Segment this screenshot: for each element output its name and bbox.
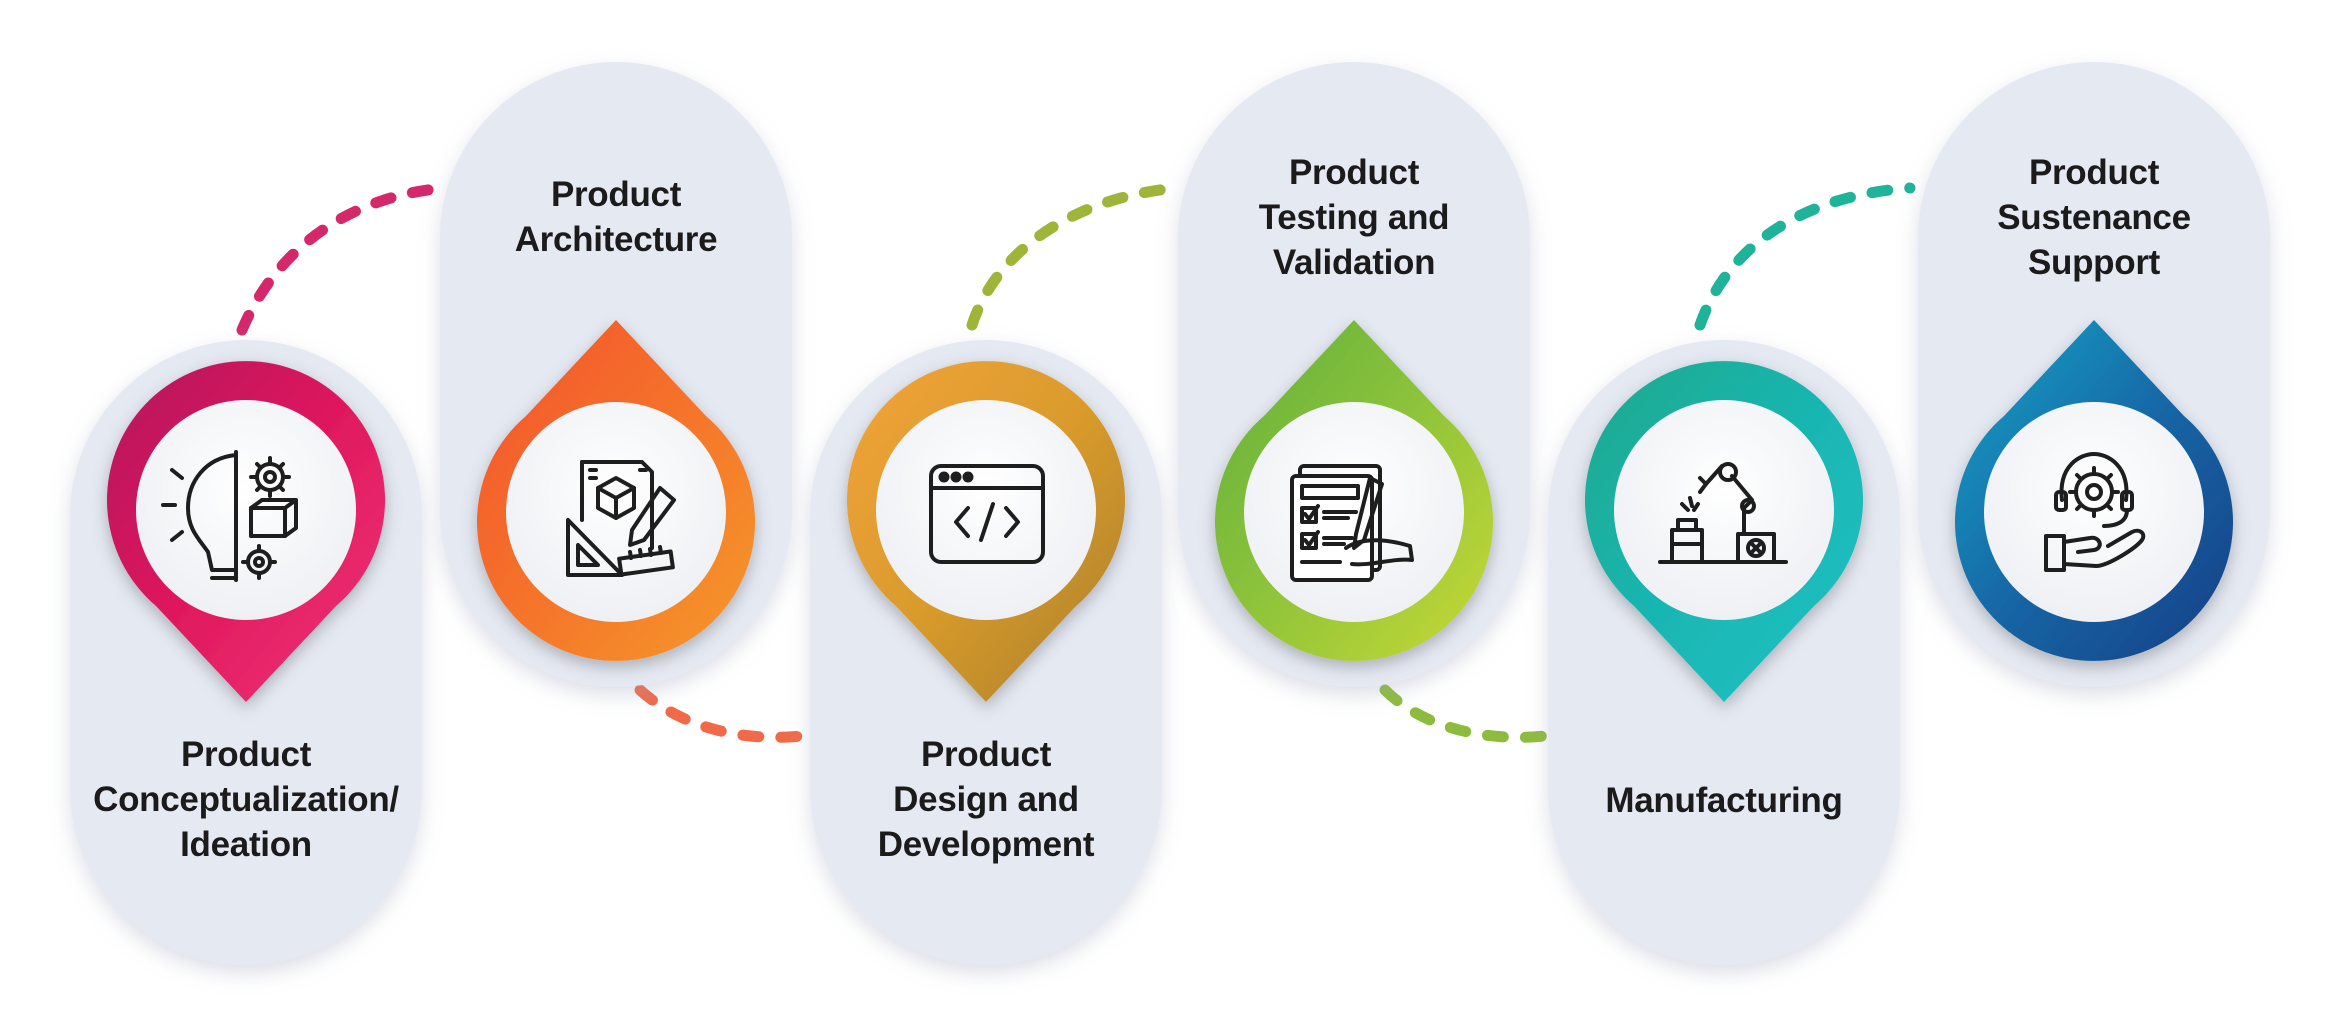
checklist-icon xyxy=(1290,464,1414,582)
ideation-gear-bulb-icon xyxy=(161,450,298,582)
stage-label-ideation: Product Conceptualization/ Ideation xyxy=(93,735,399,864)
connector-3-4 xyxy=(966,182,1184,331)
stage-label-architecture: Product Architecture xyxy=(514,175,718,259)
stage-label-manufacturing: Manufacturing xyxy=(1605,781,1843,820)
connectors xyxy=(236,182,1916,743)
connector-5-6 xyxy=(1694,182,1916,331)
marker-manufacturing xyxy=(1584,361,1863,702)
connector-1-2 xyxy=(236,182,451,336)
marker-ideation xyxy=(107,361,385,702)
blueprint-tools-icon xyxy=(566,460,676,577)
support-hand-gear-icon xyxy=(2044,452,2146,572)
code-window-icon xyxy=(929,464,1045,564)
marker-design xyxy=(847,361,1125,702)
stage-label-design: Product Design and Development xyxy=(877,735,1095,864)
connector-2-3 xyxy=(634,684,816,743)
stage-label-testing: Product Testing and Validation xyxy=(1258,153,1450,282)
robot-arm-icon xyxy=(1658,462,1788,564)
stage-label-sustenance: Product Sustenance Support xyxy=(1997,153,2191,282)
connector-4-5 xyxy=(1379,684,1558,743)
